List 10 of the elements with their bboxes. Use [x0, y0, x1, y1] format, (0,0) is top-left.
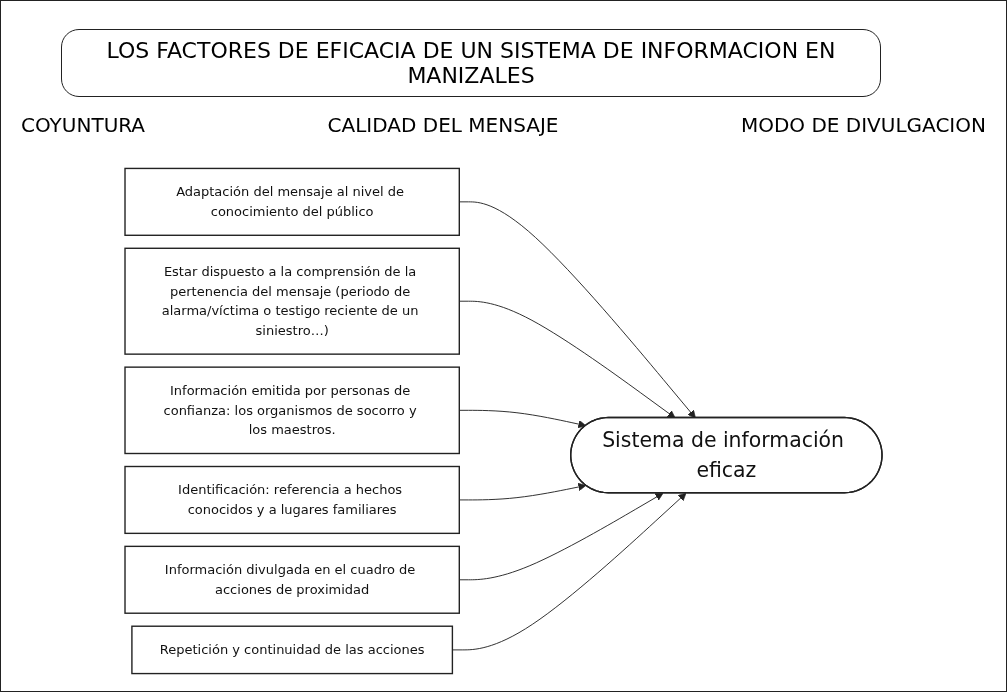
- node-box: Identificación: referencia a hechos conocidos y a lugares familiares: [124, 465, 460, 535]
- section-heading: COYUNTURA: [21, 113, 146, 137]
- section-heading: MODO DE DIVULGACION: [740, 113, 986, 137]
- section-heading: CALIDAD DEL MENSAJE: [327, 113, 559, 137]
- node-box: Adaptación del mensaje al nivel de conocimiento del público: [124, 167, 460, 236]
- node-box: Información divulgada en el cuadro de acciones de proximidad: [124, 545, 460, 614]
- node-box: Estar dispuesto a la comprensión de la pertenencia del mensaje (periodo de alarma/víctima o testigo reciente de un siniestro…): [124, 247, 460, 355]
- title: LOS FACTORES DE EFICACIA DE UN SISTEMA DE INFORMACION EN MANIZALES: [61, 29, 881, 97]
- node-box: Repetición y continuidad de las acciones: [131, 625, 454, 675]
- node-box: Información emitida por personas de confianza: los organismos de socorro y los maestros.: [124, 366, 460, 455]
